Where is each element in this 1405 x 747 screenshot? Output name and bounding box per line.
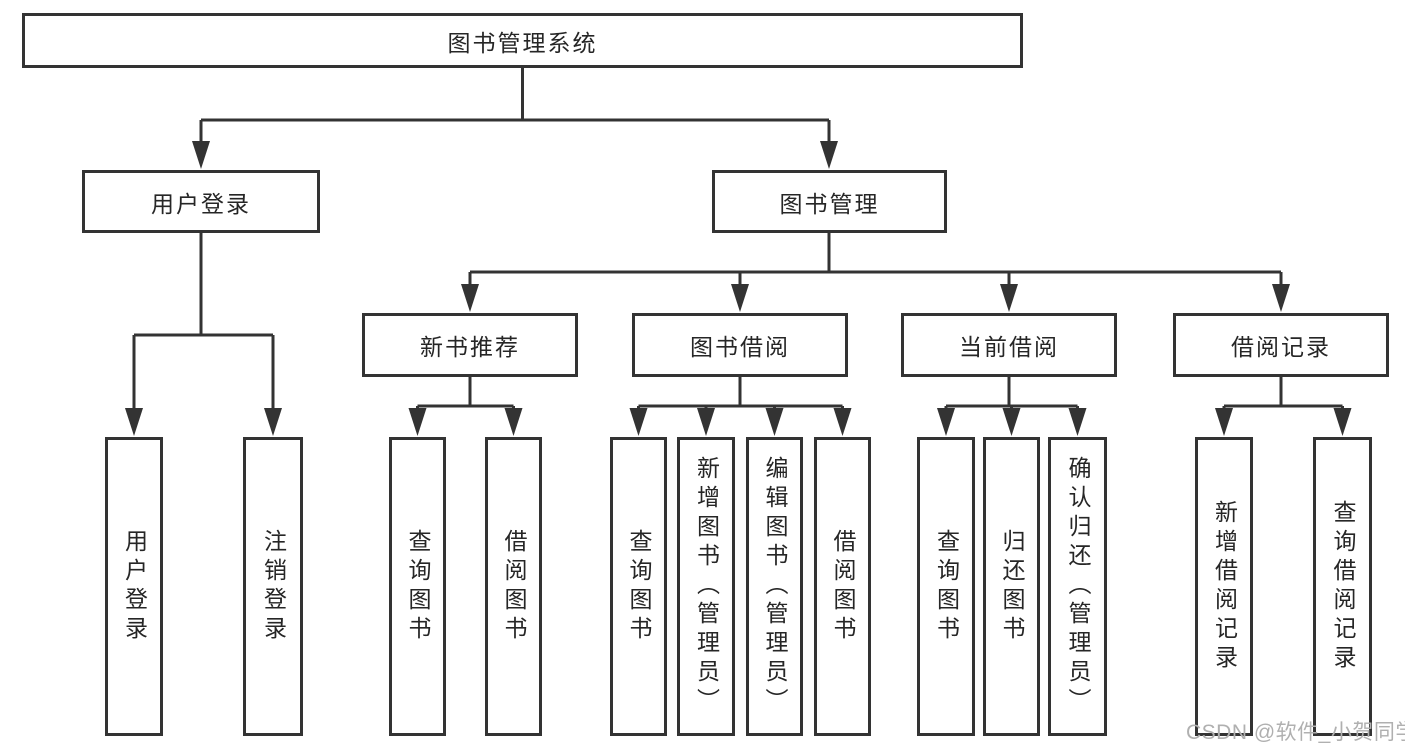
leaf-borrow-books-recommend: 借阅图书 <box>485 437 542 736</box>
leaf-add-book-admin: 新增图书（管理员） <box>677 437 735 736</box>
connector-user-login-children <box>125 233 282 436</box>
leaf-confirm-return-admin: 确认归还（管理员） <box>1048 437 1107 736</box>
node-label: 图书借阅 <box>690 334 790 360</box>
leaf-query-books-borrow: 查询图书 <box>610 437 667 736</box>
node-label: 查询图书 <box>626 528 652 645</box>
connector-book-management-children <box>461 233 1290 312</box>
node-root-system: 图书管理系统 <box>22 13 1023 68</box>
node-label: 注销登录 <box>260 528 287 645</box>
node-user-login: 用户登录 <box>82 170 320 233</box>
node-new-book-recommend: 新书推荐 <box>362 313 578 377</box>
leaf-user-login: 用户登录 <box>105 437 163 736</box>
node-book-management: 图书管理 <box>712 170 947 233</box>
leaf-query-books-current: 查询图书 <box>917 437 975 736</box>
node-label: 查询图书 <box>933 528 960 645</box>
node-label: 图书管理系统 <box>447 29 598 56</box>
connector-borrow-records-children <box>1215 377 1352 436</box>
node-label: 查询图书 <box>405 528 431 645</box>
leaf-borrow-books: 借阅图书 <box>814 437 871 736</box>
leaf-query-borrow-record: 查询借阅记录 <box>1313 437 1372 736</box>
node-label: 新增借阅记录 <box>1211 499 1238 674</box>
connector-root-children <box>192 68 838 169</box>
leaf-edit-book-admin: 编辑图书（管理员） <box>746 437 803 736</box>
node-label: 借阅记录 <box>1231 334 1331 360</box>
connector-new-book-children <box>408 377 523 436</box>
node-label: 用户登录 <box>121 528 148 645</box>
node-borrow-records: 借阅记录 <box>1173 313 1389 377</box>
connector-book-borrow-children <box>629 377 852 436</box>
node-label: 借阅图书 <box>501 528 527 645</box>
node-label: 确认归还（管理员） <box>1065 456 1091 717</box>
node-label: 借阅图书 <box>830 528 856 645</box>
node-label: 用户登录 <box>151 190 251 217</box>
node-current-borrow: 当前借阅 <box>901 313 1117 377</box>
node-label: 归还图书 <box>999 528 1025 645</box>
node-label: 当前借阅 <box>959 334 1059 360</box>
node-label: 查询借阅记录 <box>1330 499 1356 674</box>
leaf-logout: 注销登录 <box>243 437 303 736</box>
node-book-borrow: 图书借阅 <box>632 313 848 377</box>
leaf-return-book: 归还图书 <box>983 437 1040 736</box>
node-label: 新书推荐 <box>420 334 520 360</box>
node-label: 新增图书（管理员） <box>693 456 720 717</box>
csdn-watermark: CSDN @软件_小贺同学 <box>1186 721 1405 744</box>
node-label: 图书管理 <box>779 190 880 217</box>
leaf-add-borrow-record: 新增借阅记录 <box>1195 437 1253 736</box>
connector-current-borrow-children <box>937 377 1087 436</box>
node-label: 编辑图书（管理员） <box>762 456 788 717</box>
leaf-query-books-recommend: 查询图书 <box>389 437 446 736</box>
